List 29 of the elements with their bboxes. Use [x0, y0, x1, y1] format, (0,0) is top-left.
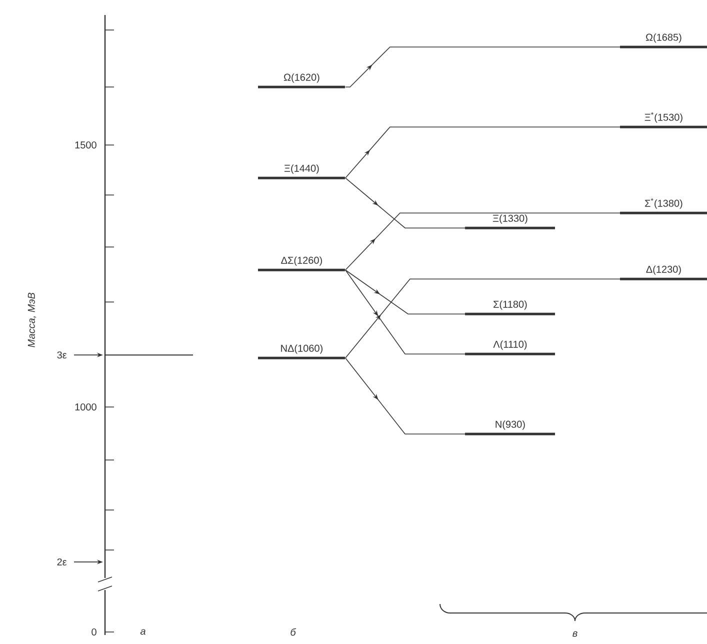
energy-level: Ξ(1330): [465, 214, 555, 230]
energy-level: NΔ(1060): [258, 344, 345, 360]
tick-label: 1500: [75, 141, 96, 149]
arrow: [345, 46, 620, 88]
energy-level: ΔΣ(1260): [258, 256, 345, 272]
arrow: [345, 270, 466, 354]
arrow: [345, 212, 620, 270]
tick-label: 1000: [75, 403, 96, 411]
tick-label: 0: [92, 628, 96, 636]
energy-level: Ω(1620): [258, 73, 345, 88]
arrow: [345, 358, 466, 434]
panel-letter: а: [140, 629, 146, 635]
arrow: [345, 278, 620, 358]
energy-level: Ξ$^{*}$(1530): [620, 112, 707, 128]
energy-level: Ω(1685): [620, 33, 707, 48]
arrow: [345, 178, 466, 228]
tick-label: 2ε: [57, 558, 67, 566]
energy-level: Λ(1110): [465, 340, 555, 356]
arrow: [345, 270, 466, 314]
energy-level: Ξ(1440): [258, 164, 345, 180]
energy-level: Σ(1180): [465, 300, 555, 316]
arrow: [345, 126, 620, 178]
axis-title: Масса, МэВ: [28, 292, 36, 348]
energy-level: N(930): [465, 420, 555, 436]
energy-level: Δ(1230): [620, 265, 707, 280]
energy-level: Σ$^{*}$(1380): [620, 198, 707, 214]
panel-letter: в: [572, 631, 578, 637]
tick-label: 3ε: [57, 351, 67, 359]
panel-letter: б: [290, 628, 296, 636]
